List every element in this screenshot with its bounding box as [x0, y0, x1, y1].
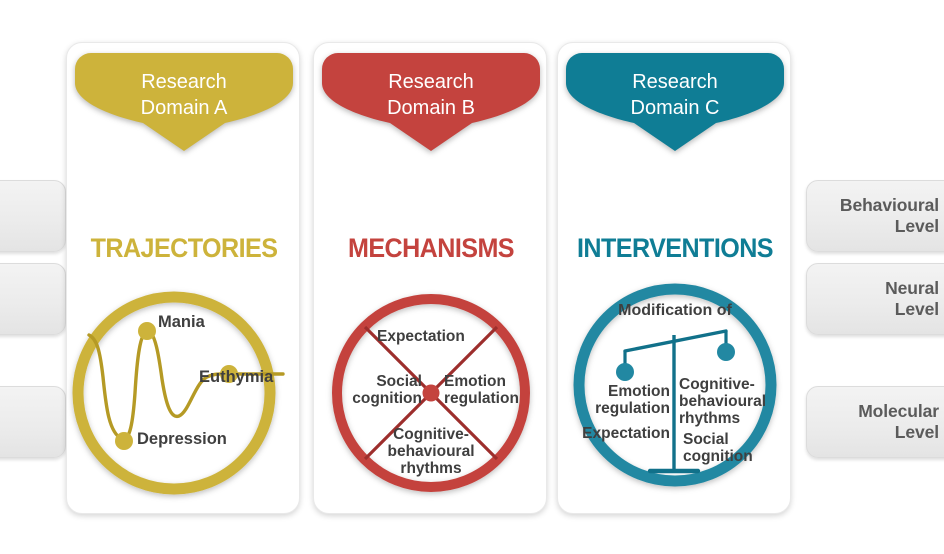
level-label-line1: Molecular — [858, 401, 939, 422]
level-bar-molecular: Molecular Level — [806, 386, 944, 458]
level-label-line2: Level — [894, 299, 939, 319]
label-modification-of: Modification of — [618, 302, 732, 319]
level-bar-left-molecular — [0, 386, 66, 458]
domain-card-b[interactable]: Research Domain B MECHANISMS Expectation — [313, 42, 547, 514]
label-scale-left: Emotion regulation — [595, 383, 670, 418]
scale-pan-right — [717, 343, 735, 361]
label-euthymia: Euthymia — [199, 368, 274, 386]
point-depression — [115, 432, 133, 450]
domain-card-a[interactable]: Research Domain A TRAJECTORIES — [66, 42, 300, 514]
point-euthymia — [220, 365, 238, 383]
domain-banner-a: Research Domain A — [75, 53, 293, 151]
label-scale-left-secondary: Expectation — [582, 425, 670, 442]
point-mania — [138, 322, 156, 340]
level-label-neural: Neural Level — [885, 278, 944, 319]
domain-banner-c: Research Domain C — [566, 53, 784, 151]
cross-center-dot — [422, 384, 440, 402]
label-scale-right-secondary: Social cognition — [683, 431, 753, 466]
label-mania: Mania — [158, 313, 205, 331]
heading-trajectories: TRAJECTORIES — [90, 233, 278, 263]
domain-card-c[interactable]: Research Domain C INTERVENTIONS — [557, 42, 791, 514]
level-label-line1: Neural — [885, 278, 939, 299]
level-label-line1: Behavioural — [839, 195, 939, 216]
figure-balance-scale: Modification of Emotion regulation Expec… — [558, 273, 792, 513]
domain-banner-b: Research Domain B — [322, 53, 540, 151]
figure-mechanisms: Expectation Social cognition Emotion reg… — [314, 273, 548, 513]
heading-mechanisms: MECHANISMS — [347, 233, 515, 263]
label-expectation: Expectation — [377, 328, 465, 345]
label-scale-right: Cognitive- behavioural rhythms — [679, 376, 766, 428]
level-bar-behavioural: Behavioural Level — [806, 180, 944, 252]
label-social-cognition: Social cognition — [352, 373, 422, 408]
level-bar-neural: Neural Level — [806, 263, 944, 335]
heading-interventions: INTERVENTIONS — [577, 233, 774, 263]
level-bar-left-neural — [0, 263, 66, 335]
level-label-behavioural: Behavioural Level — [840, 195, 944, 236]
figure-trajectory: Mania Euthymia Depression — [67, 273, 301, 513]
label-depression: Depression — [137, 430, 227, 448]
level-label-line2: Level — [894, 422, 939, 442]
label-emotion-regulation: Emotion regulation — [444, 373, 519, 408]
level-label-molecular: Molecular Level — [858, 401, 944, 442]
label-cognitive-behavioural-rhythms: Cognitive- behavioural rhythms — [387, 426, 475, 478]
scale-pan-left — [616, 363, 634, 381]
level-label-line2: Level — [894, 216, 939, 236]
level-bar-left-behavioural — [0, 180, 66, 252]
